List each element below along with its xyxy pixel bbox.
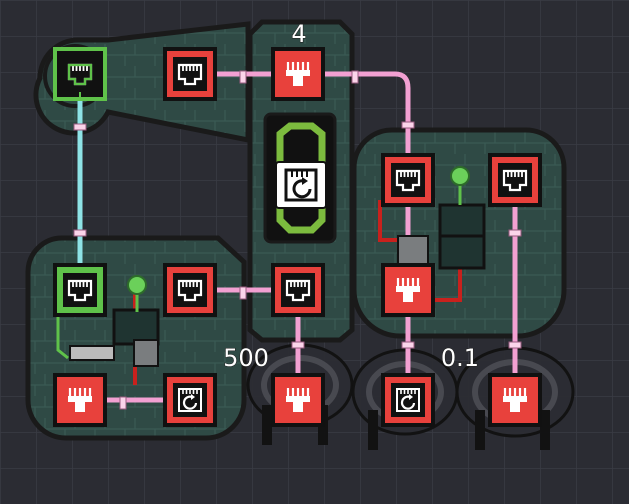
port-red-bottom-left-mid[interactable] (163, 263, 217, 317)
top-counter-label: 4 (291, 20, 306, 48)
port-red-top[interactable] (163, 47, 217, 101)
plug-top-center[interactable] (271, 47, 325, 101)
refresh-port-bottom-right[interactable] (381, 373, 435, 427)
port-red-center-mid[interactable] (271, 263, 325, 317)
plug-right-mid[interactable] (381, 263, 435, 317)
plug-bottom-center[interactable] (271, 373, 325, 427)
port-green-top-left[interactable] (53, 47, 107, 101)
port-green-bottom-left[interactable] (53, 263, 107, 317)
refresh-port-bottom-left[interactable] (163, 373, 217, 427)
sensor-knob-left[interactable] (127, 275, 147, 312)
wire-joints (73, 70, 522, 410)
display-screen[interactable] (263, 112, 337, 244)
port-right-upper-right[interactable] (488, 153, 542, 207)
display-screen-icon (284, 168, 318, 202)
sensor-knob-right[interactable] (450, 166, 470, 205)
inner-components (69, 203, 486, 367)
value-label-right: 0.1 (441, 344, 479, 372)
plug-bottom-right[interactable] (488, 373, 542, 427)
wire-pink-top (215, 71, 411, 176)
plug-bottom-left[interactable] (53, 373, 107, 427)
port-right-upper-left[interactable] (381, 153, 435, 207)
value-label-left: 500 (223, 344, 269, 372)
